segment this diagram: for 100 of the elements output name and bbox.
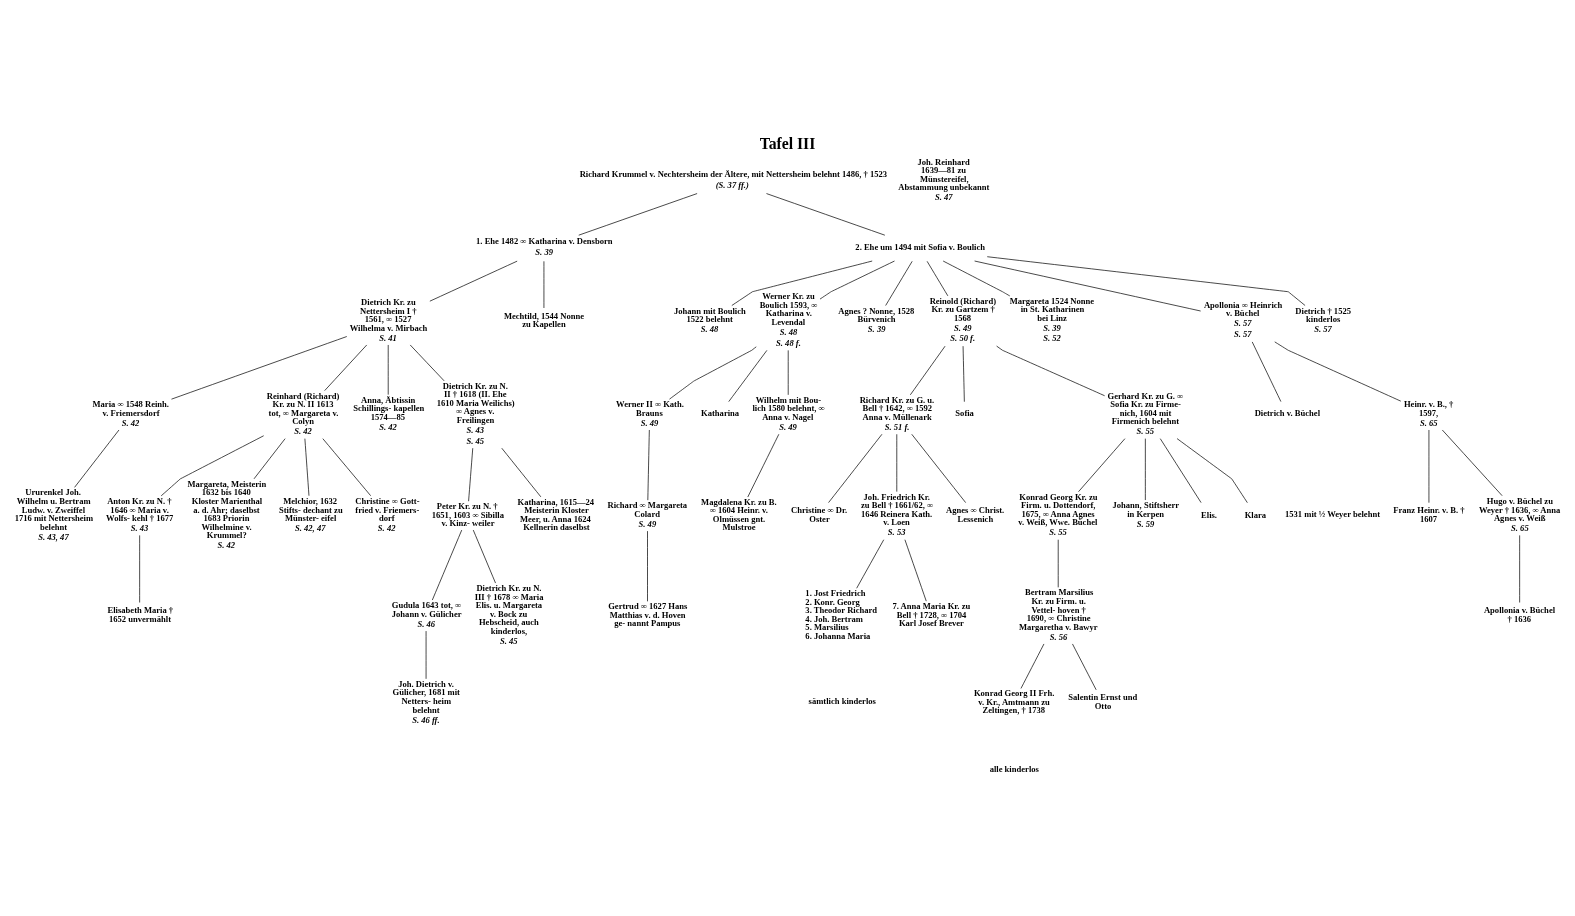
- node-text: Elisabeth Maria † 1652 unvermählt: [107, 604, 174, 624]
- node-label: S. 53: [887, 526, 906, 537]
- connector: [431, 529, 463, 600]
- node-text: 2. Ehe um 1494 mit Sofia v. Boulich: [855, 241, 986, 252]
- node-label: S. 42: [121, 417, 140, 428]
- node-text: Richard Kr. zu G. u. Bell † 1642, ∞ 1592 Anna v. Müllenark: [859, 394, 935, 422]
- connector: [647, 530, 648, 602]
- node-label: S. 41: [379, 332, 397, 343]
- node-text: Konrad Georg II Frh. v. Kr., Amtmann zu Zeltingen, † 1738: [973, 687, 1055, 715]
- node-text: Christine ∞ Dr. Oster: [791, 504, 848, 524]
- node-label: (S. 37 ff.): [715, 179, 749, 189]
- node-text: Katharina: [701, 407, 740, 418]
- node-text: Ururenkel Joh. Wilhelm u. Bertram Ludw. v. Zweiffel 1716 mit Nettersheim belehnt: [14, 486, 94, 532]
- node-label: S. 59: [1136, 518, 1155, 529]
- node-text: Elis.: [1201, 509, 1218, 519]
- node-text: Bertram Marsilius Kr. zu Firm. u. Vettel- hoven † 1690, ∞ Christine Margaretha v. Bawyr: [1018, 586, 1098, 632]
- node-label: S. 55: [1136, 425, 1155, 436]
- node-label: S. 48 f.: [776, 337, 801, 348]
- connector: [429, 260, 518, 302]
- connector: [996, 345, 1105, 396]
- node-text: Johann, Stiftsherr in Kerpen: [1112, 499, 1180, 519]
- node-label: S. 42: [377, 522, 396, 533]
- node-text: Reinhard (Richard) Kr. zu N. II 1613 tot, ∞ Margareta v. Colyn: [266, 390, 340, 426]
- node-label: S. 56: [1049, 631, 1068, 642]
- connector: [324, 344, 368, 391]
- connector: [986, 255, 1306, 306]
- label: alle kinderlos: [989, 763, 1039, 774]
- connector: [911, 433, 966, 503]
- node-label: S. 48: [779, 326, 798, 337]
- node-text: Reinold (Richard) Kr. zu Gartzem † 1568: [929, 295, 996, 323]
- connector: [409, 344, 445, 381]
- node-text: Mechtild, 1544 Nonne zu Kapellen: [503, 310, 585, 329]
- node-text: Werner Kr. zu Boulich 1593, ∞ Katharina v. Levendal: [759, 290, 818, 327]
- connector: [942, 260, 1011, 296]
- connector: [962, 345, 965, 402]
- connector: [1176, 437, 1248, 503]
- node-text: 1. Ehe 1482 ∞ Katharina v. Densborn: [476, 235, 613, 246]
- node-text: Johann mit Boulich 1522 belehnt: [673, 305, 746, 324]
- connector: [472, 529, 496, 583]
- node-text: Anna, Äbtissin Schillings- kapellen 1574—85: [353, 394, 425, 422]
- node-text: Apollonia ∞ Heinrich v. Büchel: [1203, 299, 1283, 318]
- node-text: Richard Krummel v. Nechtersheim der Ältere, mit Nettersheim belehnt 1486, † 1523: [579, 168, 888, 179]
- node-text: Maria ∞ 1548 Reinh. v. Friemersdorf: [92, 398, 170, 418]
- connector: [468, 447, 474, 502]
- connector: [731, 260, 873, 306]
- node-text: Salentin Ernst und Otto: [1068, 691, 1138, 711]
- node-text: Gerhard Kr. zu G. ∞ Sofia Kr. zu Firme- nich, 1604 mit Firmenich belehnt: [1107, 390, 1184, 426]
- connector: [974, 260, 1201, 311]
- node-label: S. 42: [294, 425, 312, 436]
- connector: [322, 437, 372, 496]
- connector: [253, 437, 286, 479]
- node-label: S. 57: [1233, 317, 1252, 328]
- node-text: Magdalena Kr. zu B. ∞ 1604 Heinr. v. Olmüssen gnt. Mulstroe: [701, 496, 777, 532]
- node-text: Dietrich Kr. zu Nettersheim I † 1561, ∞ 1527 Wilhelma v. Mirbach: [349, 296, 428, 333]
- connector: [304, 437, 310, 496]
- connector: [1078, 437, 1126, 492]
- node-text: Richard ∞ Margareta Colard: [607, 499, 688, 519]
- diagram-title: Tafel III: [759, 134, 816, 152]
- node-label: S. 57: [1314, 323, 1332, 334]
- node-text: Joh. Dietrich v. Gülicher, 1681 mit Netters- heim belehnt: [392, 678, 460, 714]
- node-label: S. 39: [535, 246, 553, 257]
- connector: [160, 434, 264, 496]
- node-label: S. 57: [1233, 328, 1252, 339]
- node-text: Agnes ? Nonne, 1528 Bürvenich: [838, 305, 915, 324]
- node-text: Anton Kr. zu N. † 1646 ∞ Maria v. Wolfs- kehl † 1677: [106, 495, 174, 523]
- connector: [885, 260, 913, 306]
- node-text: Katharina, 1615—24 Meisterin Kloster Meer, u. Anna 1624 Kellnerin daselbst: [517, 496, 595, 532]
- node-text: Dietrich † 1525 kinderlos: [1295, 305, 1352, 324]
- node-text: Agnes ∞ Christ. Lessenich: [946, 504, 1005, 524]
- node-label: S. 45: [466, 435, 485, 446]
- connector: [728, 349, 768, 402]
- node-text: Wilhelm mit Bou- lich 1580 belehnt, ∞ Anna v. Nagel: [752, 394, 825, 422]
- node-text: Margareta, Meisterin 1632 bis 1640 Kloster Marienthal a. d. Ahr; daselbst 1683 Priorin Wilhelmine v. Krummel?: [187, 478, 267, 540]
- label: 1531 mit ½ Weyer belehnt: [1285, 508, 1381, 519]
- connector: [1072, 643, 1097, 690]
- node-label: S. 50 f.: [950, 332, 976, 343]
- node-label: S. 51 f.: [884, 421, 910, 432]
- connector: [747, 433, 780, 497]
- connector: [669, 345, 757, 399]
- node-text: Joh. Friedrich Kr. zu Bell † 1661/62, ∞ 1646 Reinera Kath. v. Loen: [861, 491, 934, 527]
- node-text: Konrad Georg Kr. zu Firm. u. Dottendorf, 1675, ∞ Anna Agnes v. Weiß, Wwe. Büchel: [1018, 491, 1098, 527]
- node-text: Klara: [1244, 509, 1267, 519]
- connector: [1274, 341, 1402, 401]
- node-text: Hugo v. Büchel zu Weyer † 1636, ∞ Anna Agnes v. Weiß: [1478, 495, 1561, 523]
- node-label: S. 46 ff.: [412, 714, 440, 724]
- node-label: S. 47: [935, 191, 953, 202]
- node-label: S. 49: [953, 322, 972, 333]
- connector: [856, 538, 885, 589]
- node-label: S. 49: [779, 421, 797, 432]
- node-label: S. 42: [217, 539, 236, 550]
- node-label: S. 52: [1043, 332, 1061, 343]
- connector: [819, 260, 895, 299]
- node-label: S. 55: [1049, 526, 1067, 537]
- connector: [578, 192, 698, 236]
- connector: [1441, 429, 1503, 496]
- node-text: 1. Jost Friedrich 2. Konr. Georg 3. Theodor Richard 4. Joh. Bertram 5. Marsilius 6. Johanna Maria: [805, 587, 878, 641]
- connector: [904, 538, 927, 601]
- node-text: Joh. Reinhard 1639—81 zu Münstereifel, Abstammung unbekannt: [898, 156, 990, 192]
- node-label: S. 48: [700, 323, 719, 334]
- node-label: S. 65: [1511, 522, 1529, 533]
